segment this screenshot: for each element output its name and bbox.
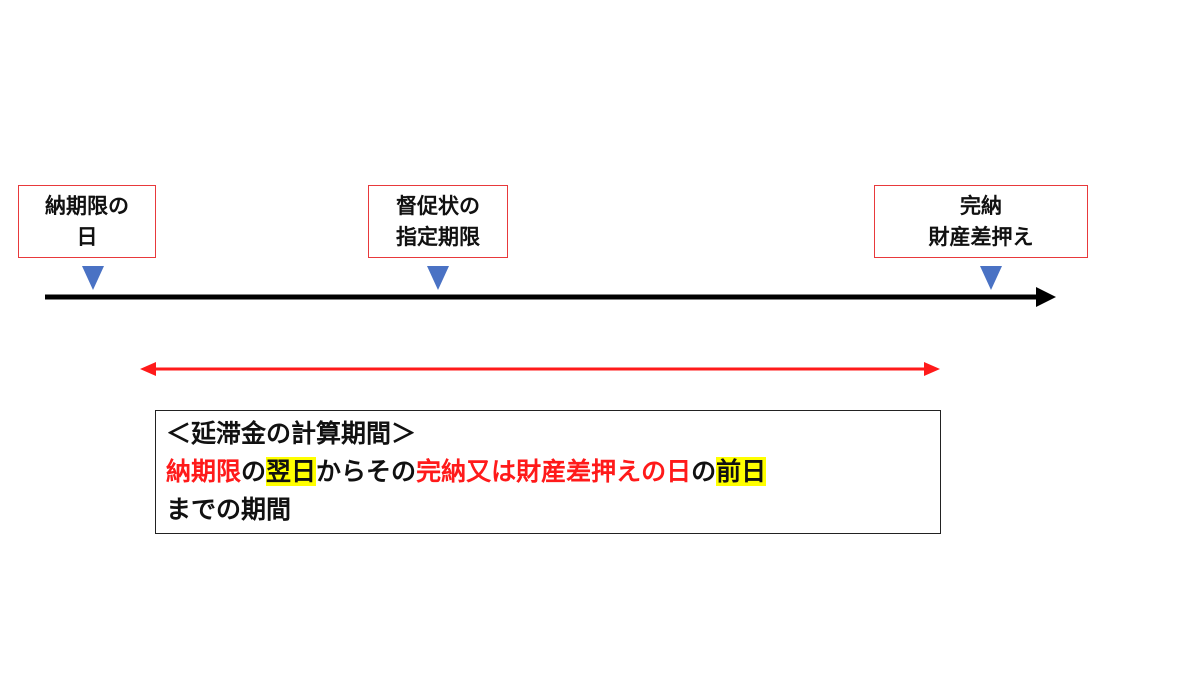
timeline-arrowhead	[1036, 287, 1056, 307]
label-due-date-line2: 日	[76, 224, 98, 249]
calculation-period-box: ＜延滞金の計算期間＞ 納期限の翌日からその完納又は財産差押えの日の前日 までの期…	[155, 410, 941, 534]
connector-no: の	[241, 457, 267, 486]
triangle-marker-icon	[427, 266, 449, 290]
label-due-date: 納期限の 日	[18, 185, 156, 258]
triangle-marker-icon	[82, 266, 104, 290]
label-payment-seizure-line2: 財産差押え	[928, 224, 1034, 249]
connector-no-2: の	[691, 457, 717, 486]
label-demand-deadline-line1: 督促状の	[396, 193, 480, 218]
label-demand-deadline-line2: 指定期限	[396, 224, 480, 249]
term-due-date: 納期限	[166, 457, 242, 486]
triangle-marker-icon	[980, 266, 1002, 290]
term-previous-day: 前日	[716, 457, 767, 486]
label-due-date-line1: 納期限の	[45, 193, 129, 218]
term-next-day: 翌日	[266, 457, 317, 486]
calculation-period-definition: 納期限の翌日からその完納又は財産差押えの日の前日	[166, 453, 930, 491]
calculation-period-heading: ＜延滞金の計算期間＞	[166, 419, 417, 448]
term-payment-seizure-day: 完納又は財産差押えの日	[416, 457, 692, 486]
calculation-period-ending: までの期間	[166, 495, 292, 524]
period-arrow-left-head	[140, 362, 156, 376]
label-payment-seizure: 完納 財産差押え	[874, 185, 1088, 258]
connector-from: からその	[316, 457, 417, 486]
label-payment-seizure-line1: 完納	[960, 193, 1002, 218]
period-arrow-right-head	[924, 362, 940, 376]
label-demand-deadline: 督促状の 指定期限	[368, 185, 508, 258]
